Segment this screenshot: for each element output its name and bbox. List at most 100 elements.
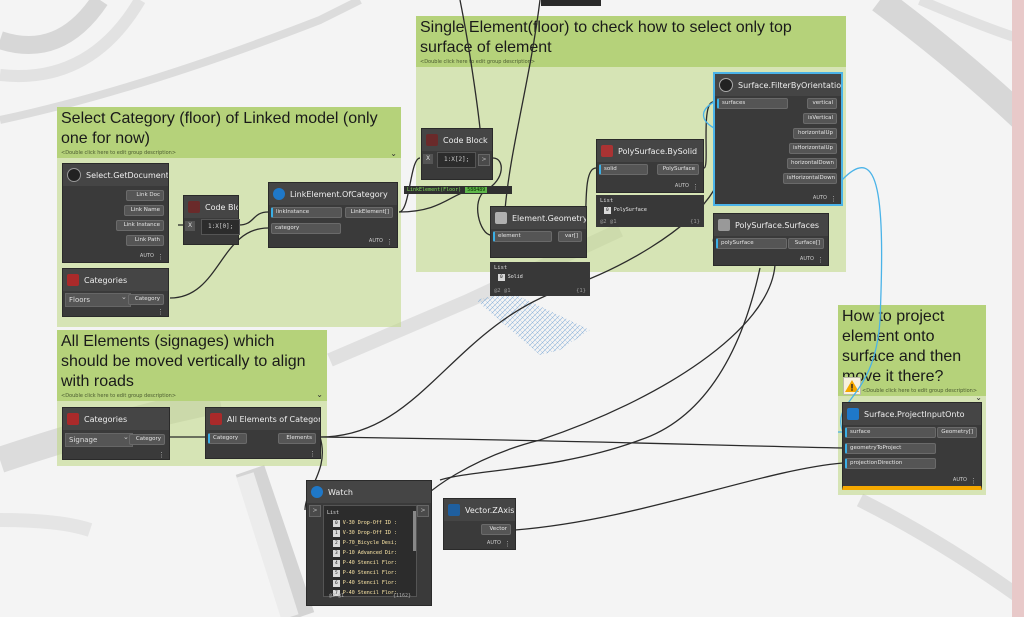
run-mode-label[interactable]: AUTO: [952, 477, 967, 483]
output-linkelement[interactable]: LinkElement[]: [345, 207, 393, 218]
group-description[interactable]: <Double click here to edit group descrip…: [420, 59, 536, 65]
node-title: Categories: [84, 414, 128, 424]
node-menu-icon[interactable]: ⋮: [830, 195, 837, 203]
output-category[interactable]: Category: [128, 294, 164, 305]
group-description[interactable]: <Double click here to edit group descrip…: [862, 388, 978, 394]
output-horizontaldown[interactable]: horizontalDown: [787, 158, 837, 169]
output-ishorizontalup[interactable]: isHorizontalUp: [789, 143, 837, 154]
chevron-down-icon[interactable]: ⌄: [123, 433, 129, 441]
group-header[interactable]: All Elements (signages) which should be …: [57, 330, 327, 401]
output-var[interactable]: var[]: [558, 231, 582, 242]
node-menu-icon[interactable]: ⋮: [158, 451, 165, 459]
list-index: 4: [333, 560, 340, 567]
input-x[interactable]: X: [185, 221, 195, 231]
polysurface-icon: [601, 145, 613, 157]
output-ishorizontaldown[interactable]: isHorizontalDown: [783, 173, 837, 184]
output-link-instance[interactable]: Link Instance: [116, 220, 164, 231]
node-select-getdocuments[interactable]: Select.GetDocuments Link Doc Link Name L…: [62, 163, 169, 263]
node-menu-icon[interactable]: ⋮: [692, 183, 699, 191]
node-title: Categories: [84, 275, 128, 285]
surface-filter-icon: [719, 78, 733, 92]
output-vertical[interactable]: vertical: [807, 98, 837, 109]
output-elements[interactable]: Elements: [278, 433, 316, 444]
code-editor[interactable]: 1:X[0];: [201, 219, 241, 235]
node-surface-filterbyorientation[interactable]: Surface.FilterByOrientation surfaces ver…: [713, 72, 843, 206]
output-link-name[interactable]: Link Name: [124, 205, 164, 216]
node-menu-icon[interactable]: ⋮: [386, 238, 393, 246]
node-categories-floors[interactable]: Categories Floors ⌄ Category ⋮: [62, 268, 169, 317]
collapse-chevron-icon[interactable]: ⌄: [316, 390, 323, 399]
output-link-doc[interactable]: Link Doc: [126, 190, 164, 201]
list-value: P-40 Stencil Flor:: [342, 560, 397, 566]
input-polysurface[interactable]: polySurface: [716, 238, 787, 249]
node-title: PolySurface.Surfaces: [735, 220, 820, 230]
node-vector-zaxis[interactable]: Vector.ZAxis Vector AUTO ⋮: [443, 498, 516, 550]
node-title: Surface.ProjectInputOnto: [864, 409, 965, 419]
output-geometry[interactable]: Geometry[]: [937, 427, 977, 438]
node-menu-icon[interactable]: ⋮: [970, 477, 977, 485]
output-category[interactable]: Category: [129, 434, 165, 445]
watch-scrollbar[interactable]: [413, 511, 416, 551]
input-element[interactable]: element: [493, 231, 552, 242]
code-editor[interactable]: 1:X[2];: [437, 152, 477, 168]
vector-icon: [448, 504, 460, 516]
input-geometrytoproject[interactable]: geometryToProject: [845, 443, 936, 454]
list-value: Solid: [507, 274, 523, 280]
list-index: 5: [333, 570, 340, 577]
output-port-arrow[interactable]: >: [478, 154, 490, 166]
output-horizontalup[interactable]: horizontalUp: [793, 128, 837, 139]
input-x[interactable]: X: [423, 154, 433, 164]
node-polysurface-surfaces[interactable]: PolySurface.Surfaces polySurface Surface…: [713, 213, 829, 266]
input-surface[interactable]: surface: [845, 427, 936, 438]
input-category[interactable]: Category: [208, 433, 247, 444]
run-mode-label[interactable]: AUTO: [368, 238, 383, 244]
output-vector[interactable]: Vector: [481, 524, 511, 535]
input-projectiondirection[interactable]: projectionDirection: [845, 458, 936, 469]
node-linkelement-ofcategory[interactable]: LinkElement.OfCategory linkInstance cate…: [268, 182, 398, 248]
input-solid[interactable]: solid: [599, 164, 648, 175]
group-header[interactable]: Single Element(floor) to check how to se…: [416, 16, 846, 67]
run-mode-label[interactable]: AUTO: [674, 183, 689, 189]
run-mode-label[interactable]: AUTO: [799, 256, 814, 262]
run-mode-label[interactable]: AUTO: [812, 195, 827, 201]
collapse-chevron-icon[interactable]: ⌄: [390, 149, 397, 158]
node-title: Code Block: [443, 135, 488, 145]
output-isvertical[interactable]: isVertical: [803, 113, 837, 124]
node-code-block-1[interactable]: Code Block X 1:X[0];: [183, 195, 241, 245]
node-element-geometry[interactable]: Element.Geometry element var[]: [490, 206, 587, 258]
group-description[interactable]: <Double click here to edit group descrip…: [61, 393, 177, 399]
node-menu-icon[interactable]: ⋮: [309, 450, 316, 458]
node-categories-signage[interactable]: Categories Signage ⌄ Category ⋮: [62, 407, 170, 460]
watch-input-port[interactable]: >: [309, 505, 321, 517]
node-polysurface-bysolid[interactable]: PolySurface.BySolid solid PolySurface AU…: [596, 139, 704, 193]
group-description[interactable]: <Double click here to edit group descrip…: [61, 150, 177, 156]
input-linkinstance[interactable]: linkInstance: [271, 207, 342, 218]
output-polysurface[interactable]: PolySurface: [657, 164, 699, 175]
node-menu-icon[interactable]: ⋮: [157, 308, 164, 316]
node-menu-icon[interactable]: ⋮: [817, 256, 824, 264]
input-category[interactable]: category: [271, 223, 341, 234]
input-surfaces[interactable]: surfaces: [717, 98, 788, 109]
chevron-down-icon[interactable]: ⌄: [121, 293, 127, 301]
collapse-chevron-icon[interactable]: ⌄: [975, 393, 982, 402]
node-menu-icon[interactable]: ⋮: [157, 253, 164, 261]
run-mode-label[interactable]: AUTO: [486, 540, 501, 546]
watch-output-port[interactable]: >: [417, 505, 429, 517]
output-surface[interactable]: Surface[]: [788, 238, 824, 249]
output-link-path[interactable]: Link Path: [126, 235, 164, 246]
node-surface-projectinputonto[interactable]: Surface.ProjectInputOnto surface geometr…: [842, 402, 982, 490]
run-mode-label[interactable]: AUTO: [139, 253, 154, 259]
node-code-block-2[interactable]: Code Block X 1:X[2]; >: [421, 128, 493, 180]
group-header[interactable]: Select Category (floor) of Linked model …: [57, 107, 401, 158]
revit-link-icon: [273, 188, 285, 200]
node-menu-icon[interactable]: ⋮: [504, 540, 511, 548]
node-all-elements-of-category[interactable]: All Elements of Category Category Elemen…: [205, 407, 321, 459]
